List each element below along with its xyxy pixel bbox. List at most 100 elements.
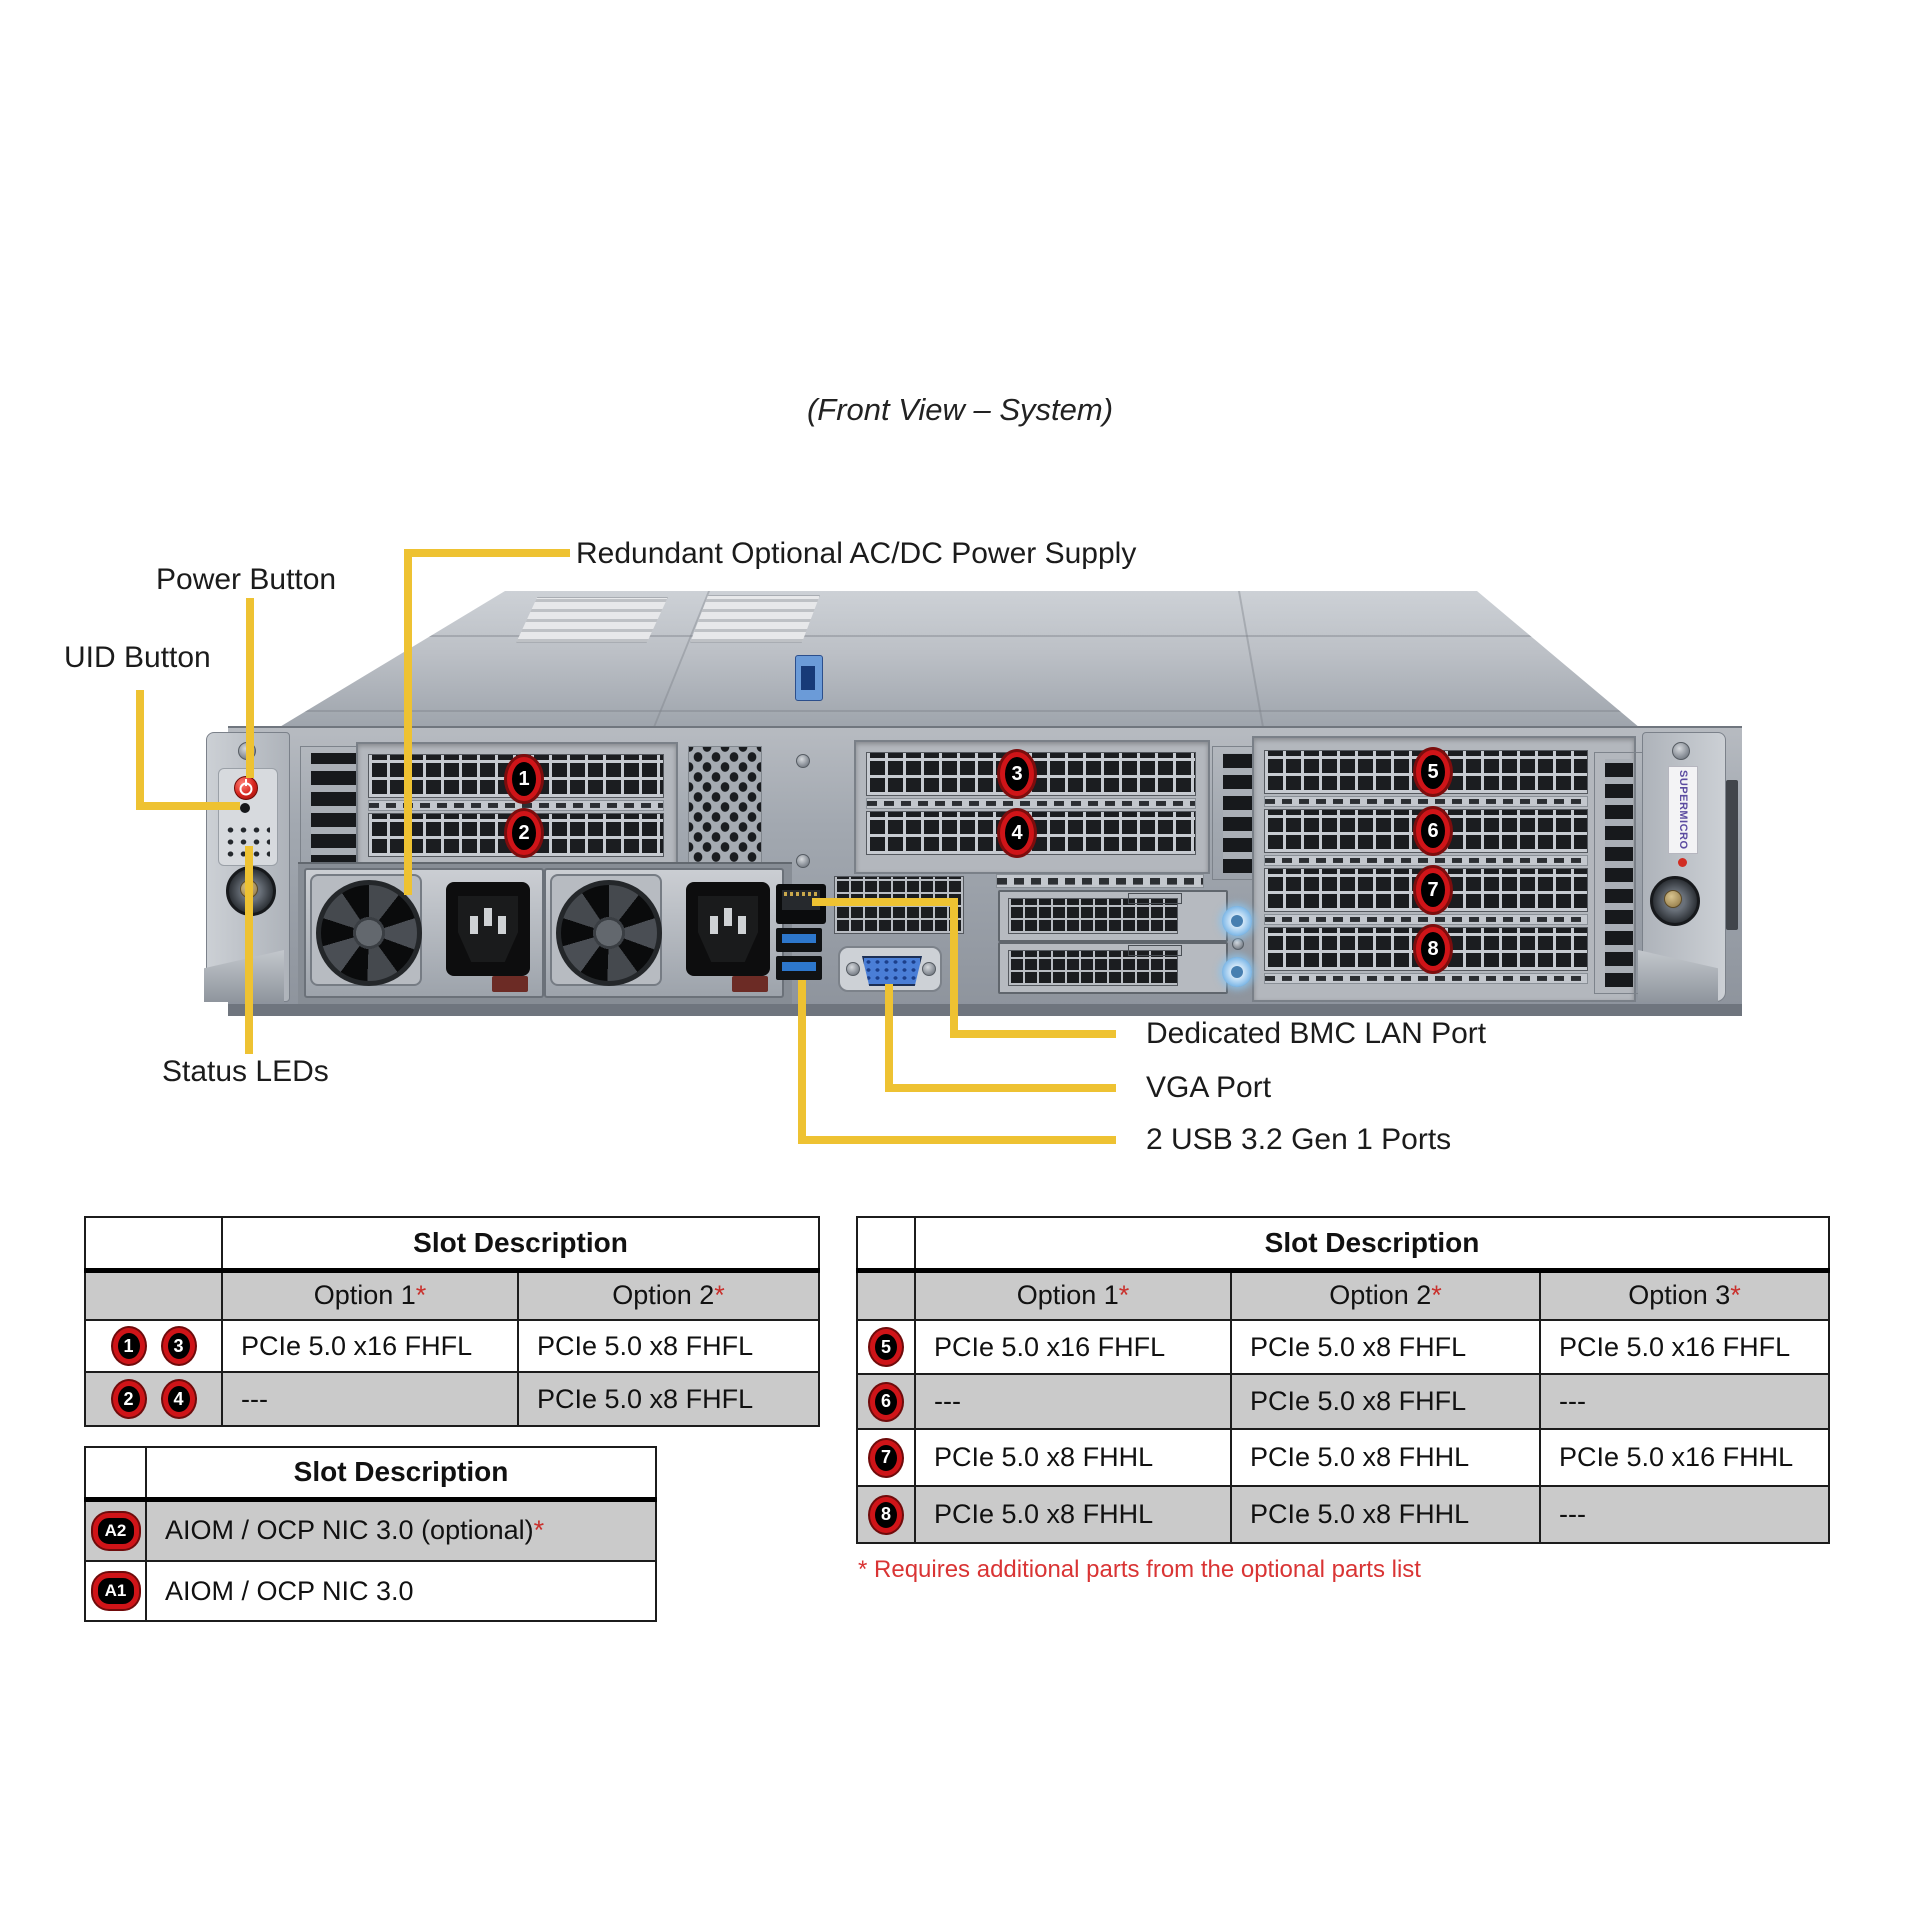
option-label: Option 1	[1016, 1280, 1119, 1311]
table-cell: PCIe 5.0 x8 FHHL	[914, 1485, 1232, 1544]
badge-8: 8	[870, 1496, 902, 1533]
aiom-a2-handle	[1128, 893, 1182, 904]
table-cell: PCIe 5.0 x16 FHHL	[1539, 1428, 1830, 1487]
aiom-table-header: Slot Description	[145, 1446, 657, 1502]
callout-badge-7: 7	[1416, 868, 1450, 912]
psu-label: Redundant Optional AC/DC Power Supply	[576, 537, 1137, 570]
option-label: Option 2	[1329, 1280, 1432, 1311]
badge-a2: A2	[92, 1512, 139, 1549]
table-cell: AIOM / OCP NIC 3.0 (optional)*	[145, 1498, 657, 1562]
aiom-vent-strip	[996, 874, 1204, 888]
blue-latch-center	[1231, 915, 1243, 927]
brand-label: SUPERMICRO	[1677, 770, 1689, 850]
table-cell: AIOM / OCP NIC 3.0	[145, 1560, 657, 1622]
blue-touch-latch	[1222, 906, 1252, 936]
uid-button-line-h	[136, 802, 240, 810]
right-option2-header: Option 2*	[1230, 1269, 1541, 1321]
lid-blue-latch-inner	[801, 666, 815, 690]
badge-6: 6	[870, 1383, 902, 1420]
vga-line-v	[885, 984, 893, 1092]
slot-bracket-strip	[368, 800, 664, 811]
bmc-line-v	[950, 898, 958, 1038]
callout-badge-8: 8	[1416, 927, 1450, 971]
left-option1-header: Option 1*	[221, 1269, 519, 1321]
red-asterisk: *	[415, 1280, 427, 1311]
badge-2: 2	[112, 1381, 145, 1417]
inlet-pin	[470, 916, 478, 934]
table-cell: PCIe 5.0 x8 FHHL	[1230, 1428, 1541, 1487]
psu-line-v	[404, 549, 412, 895]
table-cell: PCIe 5.0 x8 FHHL	[914, 1428, 1232, 1487]
inlet-pin	[484, 908, 492, 926]
empty-cell	[84, 1269, 223, 1321]
empty-cell	[84, 1446, 147, 1502]
inlet-pin	[724, 908, 732, 926]
inlet-pin	[710, 916, 718, 934]
vga-line-h	[885, 1084, 1116, 1092]
badge-1: 1	[112, 1328, 145, 1364]
vent-strip	[1594, 752, 1644, 994]
usb2-tongue	[782, 962, 816, 971]
red-asterisk: *	[533, 1515, 545, 1546]
vent-strip	[1212, 746, 1264, 880]
table-cell: PCIe 5.0 x8 FHFL	[517, 1371, 820, 1427]
uid-button-line-v	[136, 690, 144, 806]
lid-label-sticker	[690, 595, 820, 643]
chassis-bottom-edge	[228, 1004, 1742, 1016]
aiom-bay-a2	[998, 890, 1228, 942]
psu1-release-tab	[492, 976, 528, 992]
screw	[1232, 938, 1244, 950]
table-cell: PCIe 5.0 x16 FHFL	[914, 1319, 1232, 1375]
status-leds-label: Status LEDs	[162, 1055, 329, 1088]
inlet-pin	[498, 916, 506, 934]
psu1-inlet-socket	[458, 896, 518, 962]
right-slot-table: Slot Description Option 1* Option 2* Opt…	[856, 1216, 1830, 1544]
slot-bracket-strip	[1264, 796, 1588, 807]
usb-port-2	[776, 956, 822, 980]
slot-bracket-strip	[1264, 855, 1588, 866]
left-table-header: Slot Description	[221, 1216, 820, 1273]
power-button-label: Power Button	[156, 563, 337, 596]
bmc-line-h1	[812, 898, 958, 906]
psu1-power-inlet	[446, 882, 530, 976]
empty-cell	[856, 1216, 916, 1273]
slot-bracket-strip	[1264, 973, 1588, 984]
right-latch-screw	[1664, 890, 1682, 908]
table-cell: PCIe 5.0 x8 FHFL	[517, 1319, 820, 1373]
vga-screw	[846, 962, 860, 976]
right-table-header: Slot Description	[914, 1216, 1830, 1273]
hex-vent-block	[688, 746, 762, 878]
right-latch-bracket	[1726, 780, 1738, 930]
slot-badge-7: 7	[856, 1428, 916, 1487]
callout-badge-6: 6	[1416, 809, 1450, 853]
table-cell: PCIe 5.0 x8 FHHL	[1230, 1485, 1541, 1544]
callout-badge-3: 3	[1000, 752, 1034, 796]
slot-badge-a1: A1	[84, 1560, 147, 1622]
slot-bracket-strip	[866, 798, 1196, 809]
table-cell: PCIe 5.0 x8 FHFL	[1230, 1373, 1541, 1430]
aiom-slot-table: Slot Description A2 AIOM / OCP NIC 3.0 (…	[84, 1446, 657, 1622]
vga-label: VGA Port	[1146, 1071, 1272, 1104]
red-asterisk: *	[714, 1280, 725, 1311]
aiom-a1-text: AIOM / OCP NIC 3.0	[165, 1575, 414, 1606]
psu2-release-tab	[732, 976, 768, 992]
usb1-tongue	[782, 934, 816, 943]
red-asterisk: *	[1118, 1280, 1130, 1311]
power-button-line	[246, 598, 254, 778]
lan-port-pins	[784, 892, 818, 896]
bmc-lan-label: Dedicated BMC LAN Port	[1146, 1017, 1487, 1050]
psu2-inlet-socket	[698, 896, 758, 962]
brand-red-dot	[1678, 858, 1687, 867]
screw	[796, 854, 810, 868]
vga-screw	[922, 962, 936, 976]
vga-port	[838, 946, 942, 992]
table-cell: ---	[1539, 1485, 1830, 1544]
aiom-bay-a1	[998, 942, 1228, 994]
badge-3: 3	[162, 1328, 195, 1364]
slot-badge-a2: A2	[84, 1498, 147, 1562]
usb-label: 2 USB 3.2 Gen 1 Ports	[1146, 1123, 1452, 1156]
inlet-pin	[738, 916, 746, 934]
red-asterisk: *	[1431, 1280, 1442, 1311]
